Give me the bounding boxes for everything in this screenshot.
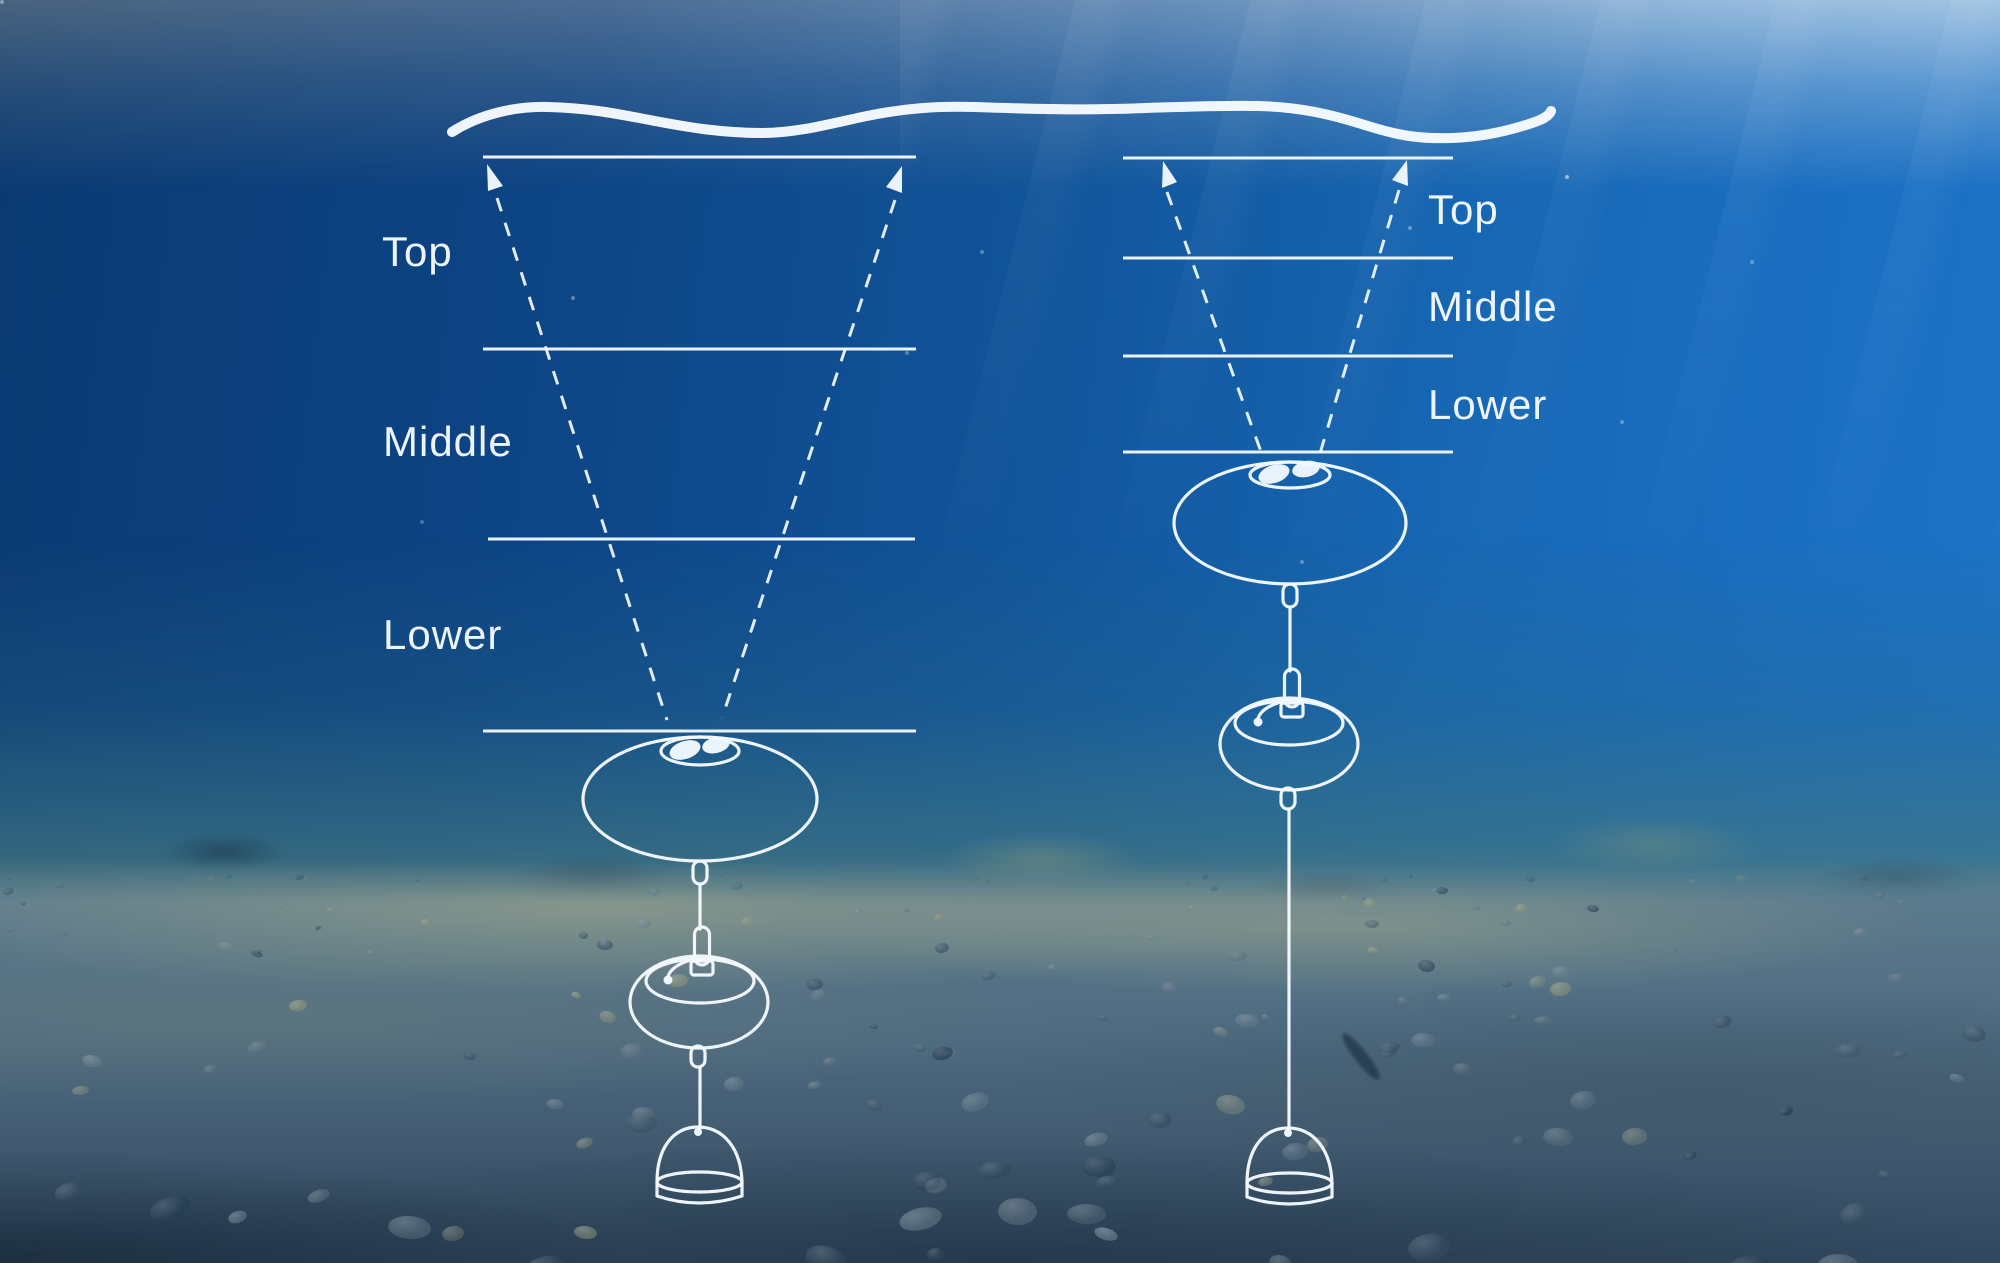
left-zone-label-lower: Lower <box>383 611 503 658</box>
left-adcp-transducer-icon <box>702 736 730 754</box>
right-adcp-pod <box>1248 460 1332 490</box>
left-beam-arrowhead-left-icon <box>487 164 503 191</box>
pebble <box>1817 1254 1859 1263</box>
right-mooring <box>1172 460 1408 1206</box>
right-float-pin <box>1282 667 1302 709</box>
left-float-pin-collar <box>689 959 715 977</box>
right-mid-float-body <box>1218 696 1360 792</box>
pebble <box>806 979 823 990</box>
right-float-lanyard-end <box>1253 717 1263 727</box>
surface-light-haze <box>0 0 2000 190</box>
right-anchor-rim <box>1245 1171 1334 1195</box>
left-beam-edge-right <box>720 199 897 719</box>
left-sampling-cone <box>483 155 916 733</box>
right-adcp-transducer-icon <box>1258 464 1290 484</box>
right-mid-float-top <box>1233 699 1345 747</box>
pebble <box>1436 887 1448 894</box>
left-mid-float-top <box>644 957 756 1005</box>
right-beam-edge-right <box>1316 189 1401 461</box>
right-float-lanyard <box>1256 699 1288 721</box>
left-buoy-hull <box>581 735 819 863</box>
right-beam-arrowhead-right-icon <box>1392 160 1408 186</box>
right-beam-arrowhead-left-icon <box>1162 161 1177 188</box>
left-anchor-eye <box>694 1128 702 1136</box>
left-lower-shackle <box>689 1044 707 1069</box>
left-zone-label-middle: Middle <box>383 418 513 465</box>
left-anchor-dome <box>655 1125 744 1184</box>
left-beam-arrowhead-right-icon <box>886 166 902 193</box>
left-float-pin <box>692 925 712 967</box>
left-beam-edge-left <box>495 197 669 721</box>
left-zone-label-top: Top <box>382 228 453 275</box>
right-buoy-shackle <box>1281 582 1299 609</box>
right-beam-edge-left <box>1165 191 1266 461</box>
right-zone-label-top: Top <box>1428 186 1499 233</box>
left-buoy-shackle <box>691 859 709 886</box>
left-adcp-pod <box>659 735 741 767</box>
right-zone-label-lower: Lower <box>1428 381 1548 428</box>
seafloor-gravel <box>0 860 2000 1263</box>
right-sampling-cone <box>1123 156 1453 461</box>
right-anchor-eye <box>1284 1129 1292 1137</box>
left-float-lanyard <box>666 957 698 979</box>
right-adcp-transducer-icon <box>1292 460 1320 478</box>
left-float-lanyard-end <box>663 975 673 985</box>
water-surface-wave-icon <box>447 100 1556 144</box>
right-buoy-hull <box>1172 460 1408 586</box>
right-anchor-dome <box>1245 1126 1334 1185</box>
left-mooring <box>581 735 819 1205</box>
right-zone-label-middle: Middle <box>1428 283 1558 330</box>
left-anchor-base <box>655 1180 744 1205</box>
right-float-pin-collar <box>1279 701 1305 719</box>
right-anchor-base <box>1245 1181 1334 1206</box>
left-anchor-rim <box>655 1170 744 1194</box>
left-mid-float-body <box>628 954 770 1050</box>
left-adcp-transducer-icon <box>669 740 701 760</box>
floating-particles <box>0 0 4 4</box>
